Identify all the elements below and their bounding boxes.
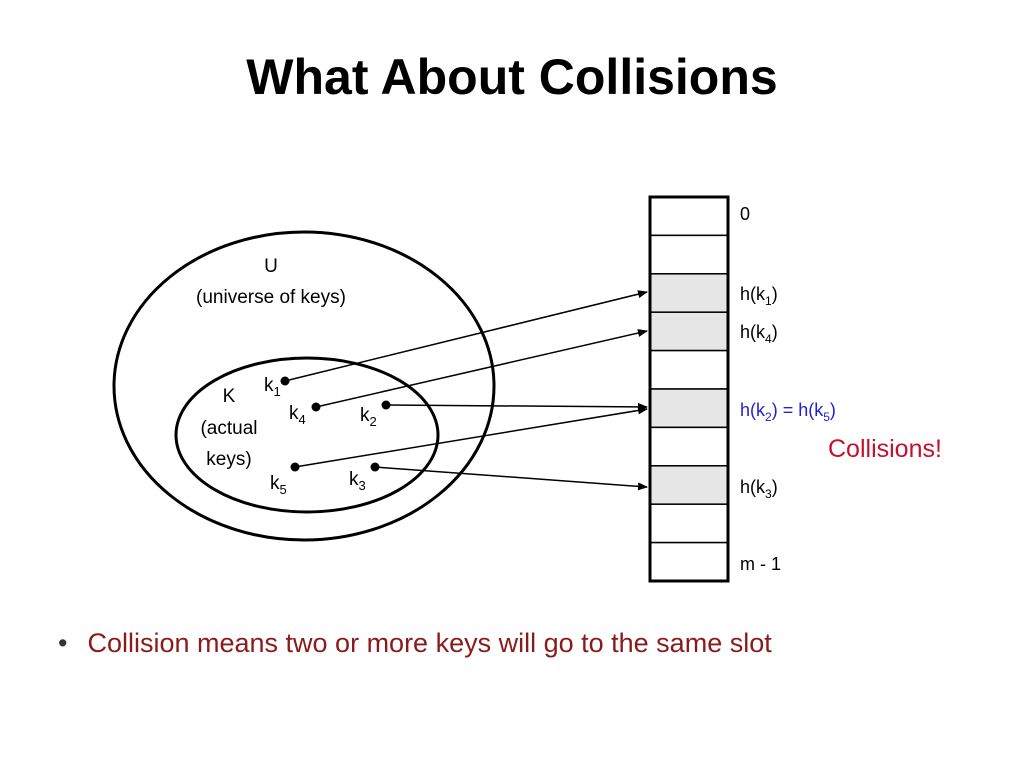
slot-label-0: 0 — [740, 204, 750, 224]
bullet-text: Collision means two or more keys will go… — [87, 628, 772, 658]
universe-label: U — [264, 256, 278, 277]
key-dot-k4 — [311, 402, 321, 412]
key-dot-k1 — [280, 376, 290, 386]
table-slot-3 — [649, 311, 729, 352]
arrow-k3 — [374, 466, 648, 491]
keyset-desc-line2: (actual — [200, 418, 257, 439]
keyset-desc-line3: keys) — [206, 449, 251, 470]
table-slot-6 — [649, 426, 729, 467]
slide-title: What About Collisions — [246, 49, 778, 105]
slot-label-m-1: m - 1 — [740, 554, 781, 574]
table-slot-9 — [649, 541, 729, 582]
slot-label-hk1: h(k1) — [740, 284, 778, 308]
slot-label-collision: h(k2) = h(k5) — [740, 400, 836, 424]
universe-ellipse — [112, 230, 496, 542]
universe-desc: (universe of keys) — [196, 287, 346, 308]
key-label-k3: k3 — [349, 469, 366, 493]
table-slot-7 — [649, 465, 729, 505]
table-slot-5 — [649, 388, 729, 429]
collisions-note: Collisions! — [828, 435, 942, 463]
table-slot-4 — [649, 349, 729, 390]
key-dot-k3 — [370, 462, 380, 472]
slot-label-hk3: h(k3) — [740, 477, 778, 501]
key-label-k4: k4 — [289, 403, 306, 427]
bullet-item: • Collision means two or more keys will g… — [58, 628, 772, 659]
key-label-k1: k1 — [264, 375, 281, 399]
table-slot-0 — [649, 196, 729, 237]
arrow-k4 — [315, 329, 648, 408]
table-slot-8 — [649, 503, 729, 544]
arrow-k2 — [385, 402, 648, 411]
arrow-k5 — [294, 406, 648, 468]
table-slot-2 — [649, 273, 729, 313]
hash-table — [648, 195, 730, 583]
key-dot-k5 — [290, 462, 300, 472]
keyset-ellipse — [174, 356, 440, 514]
bullet-dot: • — [58, 628, 68, 658]
table-border — [648, 195, 730, 583]
key-dot-k2 — [381, 400, 391, 410]
table-slot-1 — [649, 234, 729, 275]
key-label-k2: k2 — [360, 405, 377, 429]
keyset-label: K — [223, 386, 236, 407]
arrow-k1 — [284, 290, 648, 382]
slot-label-hk4: h(k4) — [740, 322, 778, 346]
key-label-k5: k5 — [270, 473, 287, 497]
